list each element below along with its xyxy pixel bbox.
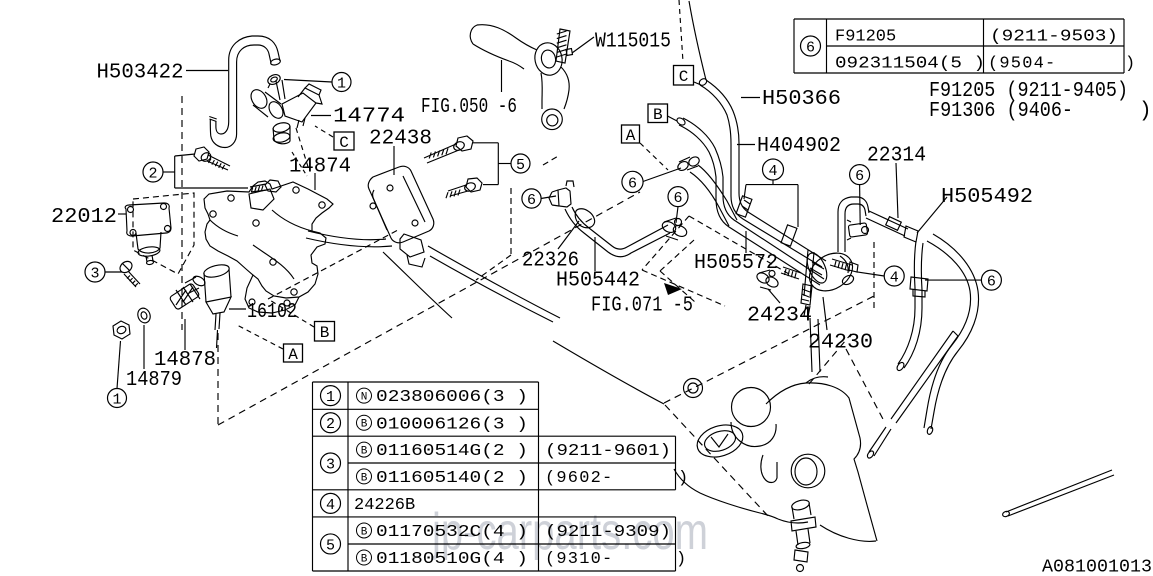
svg-text:5: 5 xyxy=(516,157,525,174)
svg-text:14878: 14878 xyxy=(154,349,216,372)
svg-text:F91205 (9211-9405): F91205 (9211-9405) xyxy=(929,80,1128,103)
svg-text:F91306 (9406-: F91306 (9406- xyxy=(929,100,1073,123)
svg-text:(9211-9309): (9211-9309) xyxy=(545,523,671,542)
svg-text:22314: 22314 xyxy=(867,145,926,168)
svg-text:): ) xyxy=(1125,55,1135,74)
svg-text:3: 3 xyxy=(90,265,99,282)
svg-text:14774: 14774 xyxy=(333,106,405,129)
svg-text:(9310-: (9310- xyxy=(545,550,613,569)
svg-text:H505572: H505572 xyxy=(694,252,778,275)
svg-text:B: B xyxy=(653,106,663,124)
svg-text:010006126(3 ): 010006126(3 ) xyxy=(376,415,528,434)
svg-text:24234: 24234 xyxy=(747,305,812,328)
svg-text:2: 2 xyxy=(326,416,335,433)
svg-text:24230: 24230 xyxy=(808,332,873,355)
svg-text:22326: 22326 xyxy=(522,250,579,273)
svg-text:4: 4 xyxy=(326,497,335,514)
svg-text:01160514G(2 ): 01160514G(2 ) xyxy=(376,442,528,461)
svg-text:): ) xyxy=(676,550,686,569)
svg-text:6: 6 xyxy=(987,274,996,291)
svg-text:011605140(2 ): 011605140(2 ) xyxy=(376,469,528,488)
svg-text:): ) xyxy=(1139,100,1152,123)
svg-text:C: C xyxy=(339,134,349,152)
svg-text:6: 6 xyxy=(806,39,815,56)
svg-text:1: 1 xyxy=(112,391,121,408)
svg-text:01170532C(4 ): 01170532C(4 ) xyxy=(376,523,528,542)
svg-text:4: 4 xyxy=(768,163,777,180)
svg-text:FIG.071 -5: FIG.071 -5 xyxy=(591,295,693,318)
svg-text:3: 3 xyxy=(326,456,335,473)
svg-text:W115015: W115015 xyxy=(595,31,671,54)
svg-text:(9602-: (9602- xyxy=(545,469,613,488)
svg-text:6: 6 xyxy=(673,190,682,207)
svg-text:6: 6 xyxy=(527,192,536,209)
svg-text:H505492: H505492 xyxy=(941,186,1033,209)
svg-text:N: N xyxy=(361,392,368,404)
svg-text:B: B xyxy=(320,324,330,342)
svg-text:jp-carparts.com: jp-carparts.com xyxy=(430,503,708,561)
svg-text:A: A xyxy=(288,346,298,364)
svg-text:A081001013: A081001013 xyxy=(1042,558,1152,576)
svg-text:B: B xyxy=(361,553,368,565)
svg-text:H50366: H50366 xyxy=(762,88,841,111)
svg-text:F91205: F91205 xyxy=(835,28,896,47)
svg-text:H404902: H404902 xyxy=(757,135,841,158)
svg-text:24226B: 24226B xyxy=(354,496,415,515)
svg-text:B: B xyxy=(361,419,368,431)
svg-text:(9211-9601): (9211-9601) xyxy=(545,442,671,461)
svg-text:B: B xyxy=(361,472,368,484)
svg-text:14874: 14874 xyxy=(289,156,351,179)
svg-text:14879: 14879 xyxy=(126,369,182,392)
svg-text:4: 4 xyxy=(890,269,899,286)
svg-text:B: B xyxy=(361,526,368,538)
svg-text:A: A xyxy=(626,127,636,145)
svg-text:01180510G(4 ): 01180510G(4 ) xyxy=(376,550,528,569)
svg-text:1: 1 xyxy=(326,389,335,406)
svg-text:22438: 22438 xyxy=(369,128,432,151)
svg-text:22012: 22012 xyxy=(51,206,117,229)
svg-text:): ) xyxy=(678,469,688,488)
svg-text:023806006(3 ): 023806006(3 ) xyxy=(376,388,528,407)
svg-text:H505442: H505442 xyxy=(556,270,640,293)
svg-text:(9504-: (9504- xyxy=(988,55,1056,74)
svg-text:(9211-9503): (9211-9503) xyxy=(990,28,1118,47)
svg-text:C: C xyxy=(679,68,689,86)
svg-text:H503422: H503422 xyxy=(97,62,184,85)
svg-text:6: 6 xyxy=(628,175,637,192)
svg-text:6: 6 xyxy=(855,168,864,185)
svg-text:FIG.050 -6: FIG.050 -6 xyxy=(421,96,517,119)
svg-text:2: 2 xyxy=(148,165,157,182)
svg-text:092311504(5 ): 092311504(5 ) xyxy=(835,55,985,74)
svg-text:1: 1 xyxy=(337,75,346,92)
svg-text:5: 5 xyxy=(326,537,335,554)
svg-text:B: B xyxy=(361,446,368,458)
